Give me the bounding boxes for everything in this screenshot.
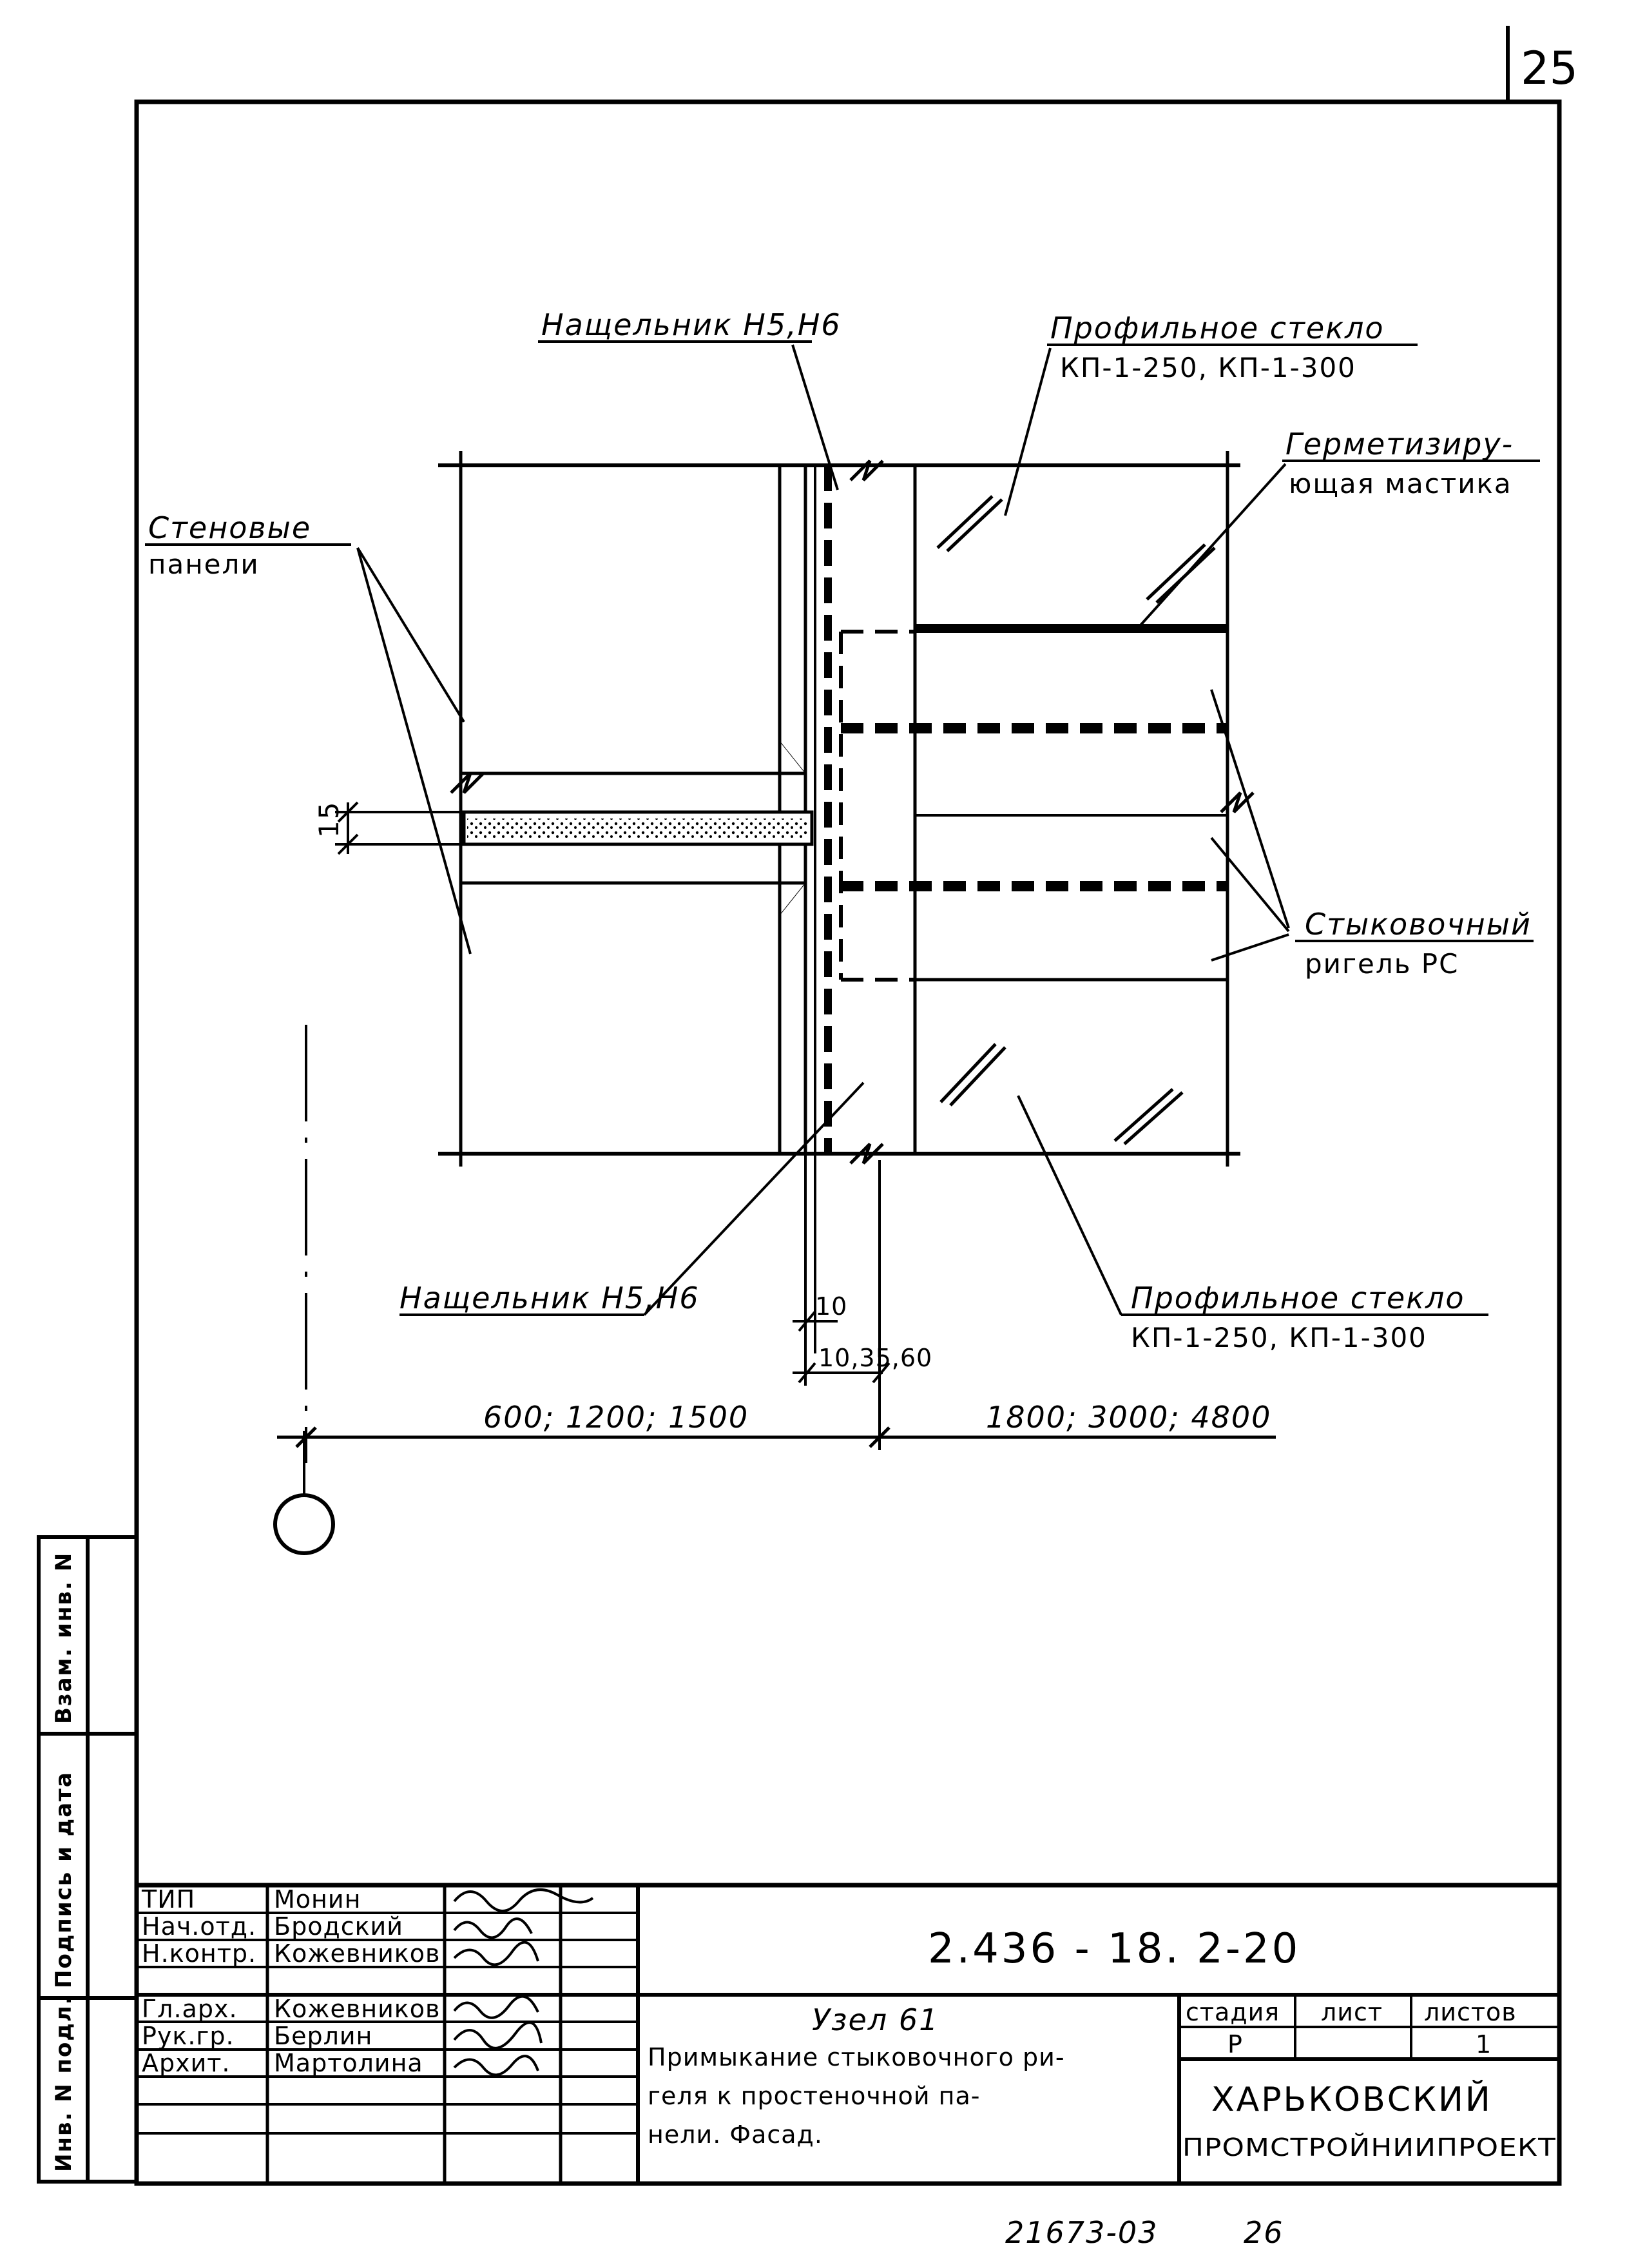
sheet-header: лист	[1321, 1998, 1383, 2026]
tb-name-2: Кожевников	[274, 1939, 440, 1968]
title-block-rows: ТИП Монин Нач.отд. Бродский Н.контр. Кож…	[141, 1885, 440, 2077]
desc-line-1: Примыкание стыковочного ри-	[648, 2043, 1065, 2071]
tb-role-2: Н.контр.	[142, 1939, 256, 1968]
page-number-box: 25	[1506, 26, 1578, 100]
label-profile-glass-bottom-1: Профильное стекло	[1131, 1281, 1465, 1315]
label-wall-panels-2: панели	[148, 548, 260, 580]
tb-role-4: Рук.гр.	[142, 2022, 235, 2050]
label-sealant-2: ющая мастика	[1289, 468, 1512, 499]
dim-right-span: 1800; 3000; 4800	[986, 1400, 1271, 1435]
tb-role-3: Гл.арх.	[142, 1995, 238, 2023]
label-joint-rail-1: Стыковочный	[1305, 907, 1532, 942]
desc-line-3: нели. Фасад.	[648, 2120, 823, 2149]
drawing-labels: Нащельник Н5,Н6 Профильное стекло КП-1-2…	[148, 307, 1532, 1435]
stage-value: Р	[1227, 2030, 1243, 2059]
title-block	[137, 1883, 1559, 2184]
tb-name-4: Берлин	[274, 2022, 372, 2050]
signatures	[453, 1888, 594, 2077]
dim-small-10: 10	[815, 1292, 847, 1321]
tb-name-0: Монин	[274, 1885, 361, 1914]
side-stamp	[37, 1535, 139, 2184]
label-bottom-batten: Нащельник Н5,Н6	[399, 1281, 700, 1315]
stage-header: стадия	[1186, 1998, 1280, 2026]
label-profile-glass-bottom-2: КП-1-250, КП-1-300	[1131, 1322, 1427, 1353]
label-top-batten: Нащельник Н5,Н6	[541, 307, 842, 342]
dim-left-span: 600; 1200; 1500	[483, 1400, 749, 1435]
tb-name-3: Кожевников	[274, 1995, 440, 2023]
drawing-frame	[134, 99, 1562, 2186]
tb-role-5: Архит.	[142, 2049, 231, 2077]
label-wall-panels-1: Стеновые	[148, 510, 311, 545]
label-profile-glass-top-1: Профильное стекло	[1050, 311, 1385, 345]
stamp-inv-orig: Инв. N подл.	[51, 1995, 77, 2172]
stamp-replaces: Взам. инв. N	[51, 1552, 77, 1724]
page-number: 25	[1521, 42, 1578, 95]
org-line-1: ХАРЬКОВСКИЙ	[1211, 2080, 1492, 2119]
dim-gap: 15	[313, 801, 345, 838]
archive-number: 21673-03	[1005, 2215, 1158, 2250]
tb-name-1: Бродский	[274, 1912, 403, 1941]
desc-line-2: геля к простеночной па-	[648, 2082, 980, 2110]
stamp-signature-date: Подпись и дата	[51, 1771, 77, 1988]
tb-role-1: Нач.отд.	[142, 1912, 256, 1941]
sheets-value: 1	[1476, 2030, 1492, 2059]
detail-drawing	[145, 340, 1540, 1555]
node-title: Узел 61	[812, 2002, 939, 2037]
tb-role-0: ТИП	[141, 1885, 195, 1914]
label-joint-rail-2: ригель РС	[1305, 948, 1459, 980]
doc-code: 2.436 - 18. 2-20	[928, 1925, 1300, 1973]
label-profile-glass-top-2: КП-1-250, КП-1-300	[1060, 352, 1356, 383]
tb-name-5: Мартолина	[274, 2049, 423, 2077]
dim-small-series: 10,35,60	[818, 1344, 932, 1372]
sheets-header: листов	[1424, 1998, 1517, 2026]
org-line-2: ПРОМСТРОЙНИИПРОЕКТ	[1182, 2133, 1556, 2162]
sheet-index: 26	[1244, 2215, 1284, 2250]
label-sealant-1: Герметизиру-	[1285, 427, 1514, 461]
